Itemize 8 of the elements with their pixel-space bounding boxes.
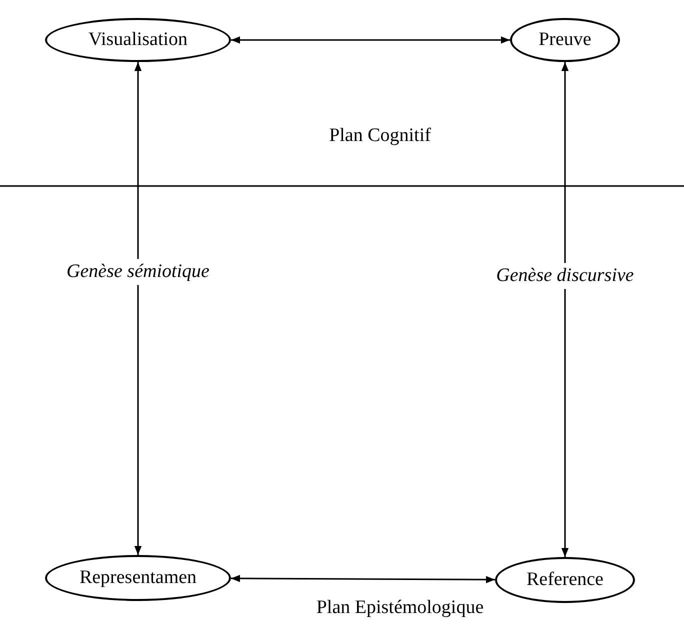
node-label: Visualisation <box>88 29 188 51</box>
double-arrow <box>561 62 569 557</box>
node-label: Representamen <box>79 567 197 589</box>
node-label: Preuve <box>538 29 592 51</box>
double-arrow <box>230 574 495 584</box>
double-arrow <box>134 62 142 555</box>
node-label: Reference <box>526 569 604 591</box>
double-arrow <box>231 36 510 44</box>
